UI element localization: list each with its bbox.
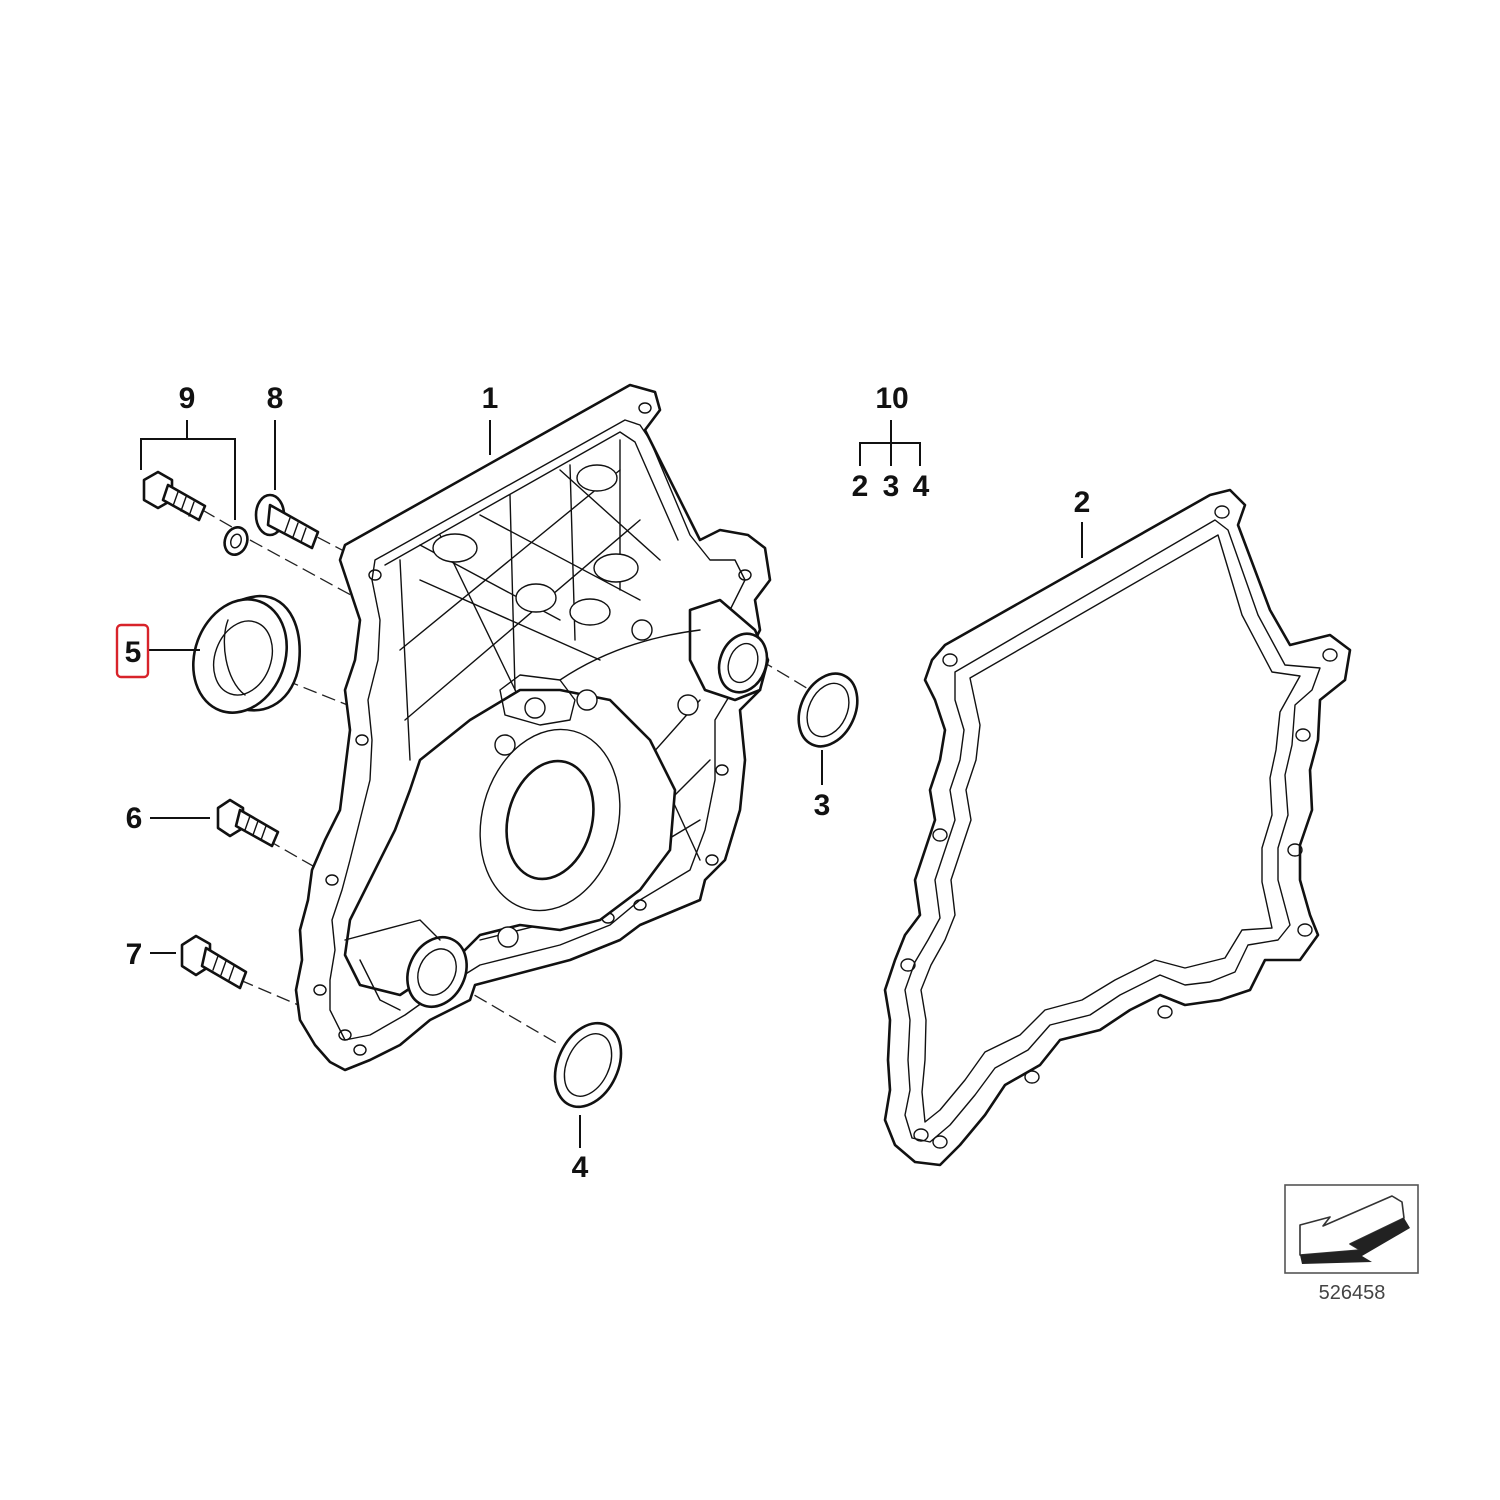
leader-lines (140, 420, 1083, 1148)
callout-10: 10 (875, 382, 908, 415)
part-8-bolt[interactable] (254, 493, 320, 550)
cover-bolt-holes (313, 402, 752, 1056)
diagram-reference-number: 526458 (1319, 1282, 1386, 1304)
callout-8: 8 (267, 382, 284, 415)
part-3-o-ring[interactable] (787, 664, 868, 756)
callout-5-highlighted[interactable]: 5 (115, 623, 150, 679)
kit-callout-4: 4 (913, 470, 930, 503)
callout-2: 2 (1074, 486, 1091, 519)
part-7-bolt[interactable] (180, 934, 248, 990)
part-6-bolt[interactable] (216, 798, 280, 848)
callouts: 1 2 3 4 6 7 8 9 10 2 3 4 (126, 382, 1091, 1184)
callout-1: 1 (482, 382, 499, 415)
highlight-box (115, 623, 150, 679)
part-5-shaft-seal[interactable] (178, 586, 302, 726)
part-1-front-cover[interactable] (294, 383, 775, 1072)
kit-callout-2: 2 (852, 470, 869, 503)
part-9-bolt-and-washer[interactable] (142, 470, 251, 558)
callout-7: 7 (126, 938, 143, 971)
gasket-bolt-holes (900, 505, 1338, 1149)
callout-3: 3 (814, 789, 831, 822)
cover-bosses (432, 464, 639, 626)
part-4-o-ring[interactable] (542, 1012, 634, 1117)
callout-4: 4 (572, 1151, 589, 1184)
view-direction-symbol (1284, 1184, 1419, 1274)
callout-5: 5 (125, 636, 142, 669)
cover-studs (494, 619, 699, 948)
part-2-gasket[interactable] (883, 488, 1352, 1167)
callout-6: 6 (126, 802, 143, 835)
kit-callout-3: 3 (883, 470, 900, 503)
callout-9: 9 (179, 382, 196, 415)
